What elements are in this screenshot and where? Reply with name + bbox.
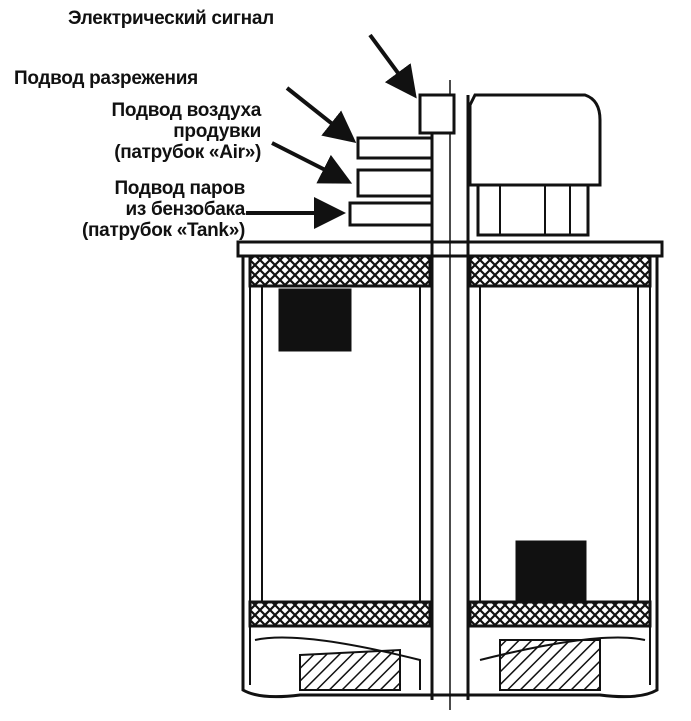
label-tank-vapor: Подвод паров из бензобака (патрубок «Tan… [82, 178, 245, 241]
label-vacuum-supply: Подвод разрежения [14, 68, 198, 89]
central-tube [430, 80, 470, 710]
label-line: из бензобака [125, 199, 245, 220]
label-electric-signal: Электрический сигнал [68, 8, 274, 29]
bottom-filter-band [248, 600, 432, 628]
label-line: (патрубок «Air») [114, 142, 261, 163]
air-port [356, 168, 434, 198]
pointer-arrows [246, 33, 417, 229]
bottom-support [499, 639, 601, 691]
label-line: (патрубок «Tank») [81, 220, 245, 241]
adsorbent-block [515, 540, 587, 602]
label-line: продувки [173, 121, 261, 142]
label-line: Подвод паров [114, 178, 245, 199]
adsorbent-block [278, 288, 352, 352]
label-purge-air: Подвод воздуха продувки (патрубок «Air») [111, 100, 262, 163]
label-line: Подвод воздуха [111, 100, 262, 121]
solenoid-valve [418, 93, 602, 237]
vacuum-port [356, 136, 434, 160]
top-filter-band [248, 254, 432, 288]
tank-port [348, 201, 434, 227]
